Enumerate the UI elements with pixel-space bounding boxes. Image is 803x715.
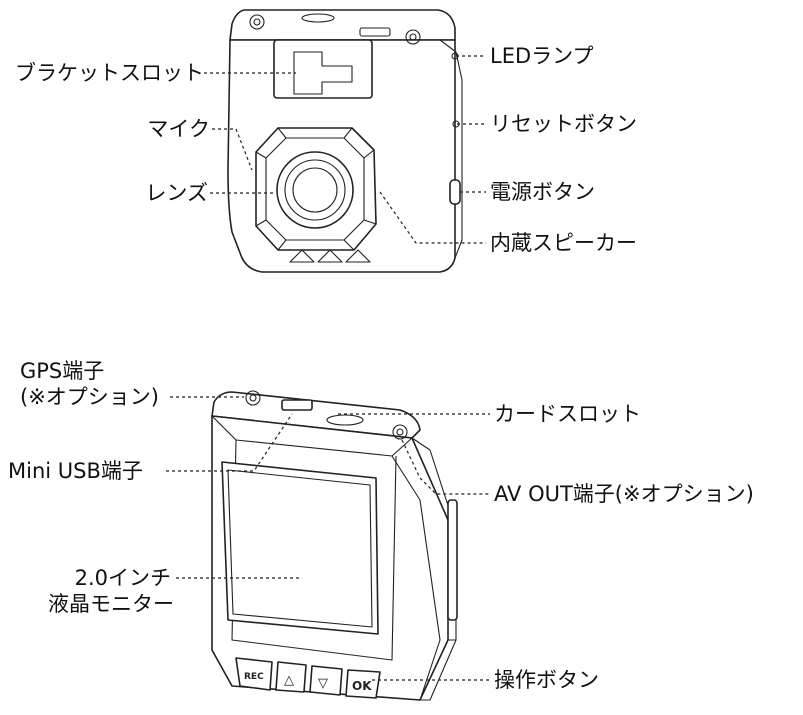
- mini-usb-port: [281, 399, 313, 411]
- label-mini-usb: Mini USB端子: [8, 459, 143, 483]
- rec-button: [235, 657, 273, 691]
- label-lcd-line1: 2.0インチ: [74, 566, 171, 590]
- svg-text:OK: OK: [352, 679, 372, 693]
- label-gps-line1: GPS端子: [20, 359, 105, 383]
- down-button: [309, 665, 343, 696]
- dashcam-front-view: [227, 9, 463, 273]
- lens: [276, 151, 354, 229]
- svg-text:▽: ▽: [318, 676, 328, 691]
- label-bracket-slot: ブラケットスロット: [15, 61, 204, 85]
- svg-text:△: △: [284, 673, 294, 688]
- label-power-button: 電源ボタン: [490, 180, 595, 204]
- dashcam-rear-view: REC △ ▽ OK: [211, 390, 458, 701]
- ok-button: [345, 669, 381, 699]
- label-speaker: 内蔵スピーカー: [490, 231, 637, 255]
- svg-text:REC: REC: [244, 672, 264, 682]
- power-button: [449, 179, 461, 205]
- card-slot: [326, 414, 364, 426]
- bracket-slot: [273, 39, 373, 99]
- lcd-screen: [221, 461, 379, 635]
- label-gps-line2: (※オプション): [20, 385, 159, 409]
- label-card-slot: カードスロット: [494, 402, 641, 426]
- label-av-out: AV OUT端子(※オプション): [494, 482, 754, 506]
- label-reset-button: リセットボタン: [490, 112, 637, 136]
- label-led-lamp: LEDランプ: [490, 44, 594, 68]
- label-op-buttons: 操作ボタン: [494, 668, 599, 692]
- label-lcd-line2: 液晶モニター: [48, 592, 174, 616]
- up-button: [275, 661, 307, 693]
- label-mic: マイク: [147, 117, 210, 141]
- label-lens: レンズ: [145, 181, 208, 205]
